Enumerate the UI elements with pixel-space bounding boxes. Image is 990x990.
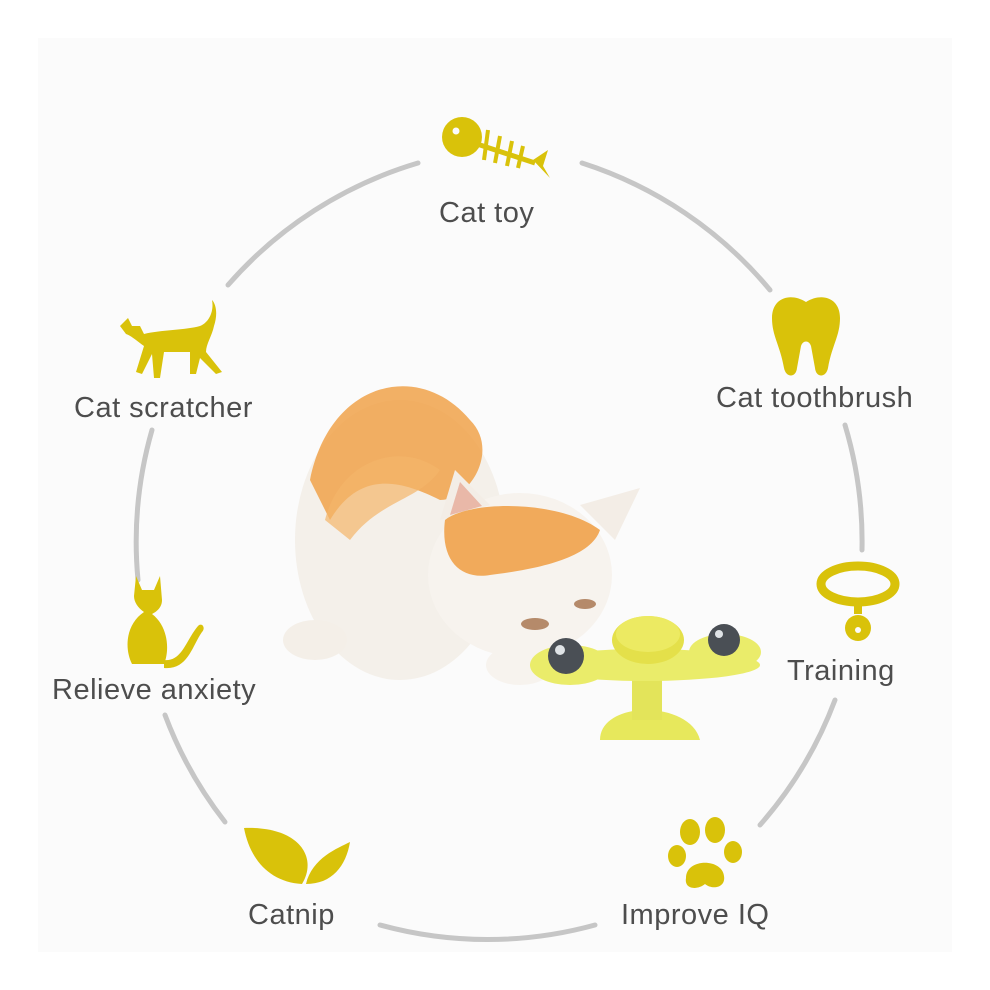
ring-arc: [162, 712, 228, 825]
ring-arc: [377, 922, 598, 942]
feature-ring: [133, 160, 865, 942]
feature-label-relieve-anxiety: Relieve anxiety: [52, 674, 257, 706]
paw-icon: [668, 817, 742, 888]
feature-label-improve-iq: Improve IQ: [621, 899, 770, 931]
ring-arc: [133, 427, 155, 583]
ring-arc: [842, 422, 865, 553]
tooth-icon: [772, 297, 840, 376]
sitting-cat-icon: [127, 576, 204, 669]
ring-arc: [579, 160, 773, 293]
fish-bone-icon: [442, 117, 550, 178]
feature-label-training: Training: [787, 655, 895, 687]
feature-label-catnip: Catnip: [248, 899, 335, 931]
ring-arc: [757, 697, 838, 828]
kitten-photo: [283, 386, 640, 685]
walking-cat-icon: [120, 300, 222, 378]
feature-label-cat-toothbrush: Cat toothbrush: [716, 382, 914, 414]
leaf-icon: [244, 827, 350, 884]
ring-arc: [225, 160, 421, 288]
feature-label-cat-scratcher: Cat scratcher: [74, 392, 253, 424]
feature-label-cat-toy: Cat toy: [439, 197, 535, 229]
windmill-toy: [530, 616, 761, 740]
collar-icon: [816, 561, 900, 641]
